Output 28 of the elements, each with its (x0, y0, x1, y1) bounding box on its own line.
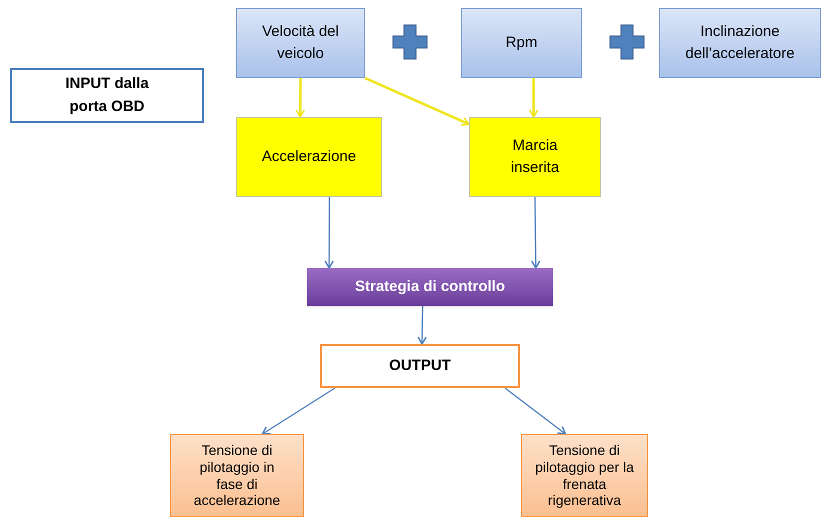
signal-box (236, 8, 365, 78)
process-box (236, 117, 382, 197)
node-label: Inclinazione dell’acceleratore (684, 22, 796, 64)
input-box (10, 68, 204, 123)
node-label: Accelerazione (262, 146, 356, 167)
node-label: OUTPUT (389, 356, 451, 376)
node-label: Tensione di pilotaggio per la frenata rigenerativa (534, 442, 635, 510)
process-box (469, 117, 601, 197)
node-label: Rpm (506, 32, 538, 53)
result-box (170, 434, 304, 517)
signal-box (659, 8, 821, 78)
arrow (364, 76, 470, 126)
node-label: Marcia inserita (510, 136, 560, 178)
arrow (296, 78, 306, 118)
result-box (521, 434, 648, 517)
arrow (528, 78, 538, 118)
node-label: Tensione di pilotaggio in fase di accelerazione (192, 442, 282, 510)
arrow (324, 197, 334, 269)
arrow (504, 387, 566, 435)
arrow (530, 197, 540, 269)
node-label: INPUT dalla porta OBD (64, 74, 150, 116)
output-box (320, 344, 520, 388)
arrow (417, 306, 427, 345)
node-label: Strategia di controllo (354, 276, 505, 297)
node-label: Velocità del veicolo (261, 22, 340, 64)
signal-box (461, 8, 582, 78)
strategy-box (307, 268, 553, 306)
arrow (262, 387, 336, 435)
